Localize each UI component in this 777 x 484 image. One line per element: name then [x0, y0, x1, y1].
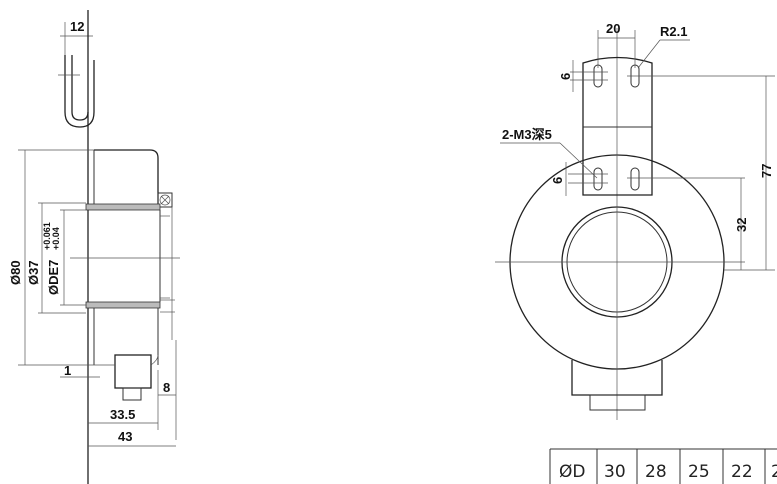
table-cell: 2 [771, 462, 777, 482]
dim-height-lower: 32 [734, 218, 749, 232]
tolerance-lower: +0.04 [51, 227, 61, 250]
table-header: ØD [559, 462, 585, 482]
dim-flag-width: 12 [70, 19, 84, 34]
table-cell: 30 [604, 462, 626, 482]
dim-slot-length-top: 6 [558, 73, 573, 80]
dim-slot-length-bottom: 6 [550, 177, 565, 184]
dim-total-length: 43 [118, 429, 132, 444]
dim-body-length: 33.5 [110, 407, 135, 422]
dim-bore: ØDE7 [46, 260, 61, 295]
dim-connector: 8 [163, 380, 170, 395]
dim-height-top: 77 [759, 164, 774, 178]
diameter-table: ØD 30 28 25 22 2 [549, 448, 777, 484]
dim-flange-offset: 1 [64, 363, 71, 378]
dim-slot-radius: R2.1 [660, 24, 687, 39]
dim-outer-diameter: Ø80 [8, 260, 23, 285]
side-view: 12 Ø80 Ø37 [8, 10, 180, 484]
tolerance-upper: +0.061 [42, 222, 52, 250]
table-cell: 28 [645, 462, 667, 482]
dim-thread: 2-M3深5 [502, 127, 552, 142]
dim-slot-spacing: 20 [606, 21, 620, 36]
table-cell: 22 [731, 462, 753, 482]
dim-body-diameter: Ø37 [26, 260, 41, 285]
table-cell: 25 [688, 462, 710, 482]
front-view: 20 R2.1 6 6 2-M3深5 77 32 [495, 21, 775, 420]
